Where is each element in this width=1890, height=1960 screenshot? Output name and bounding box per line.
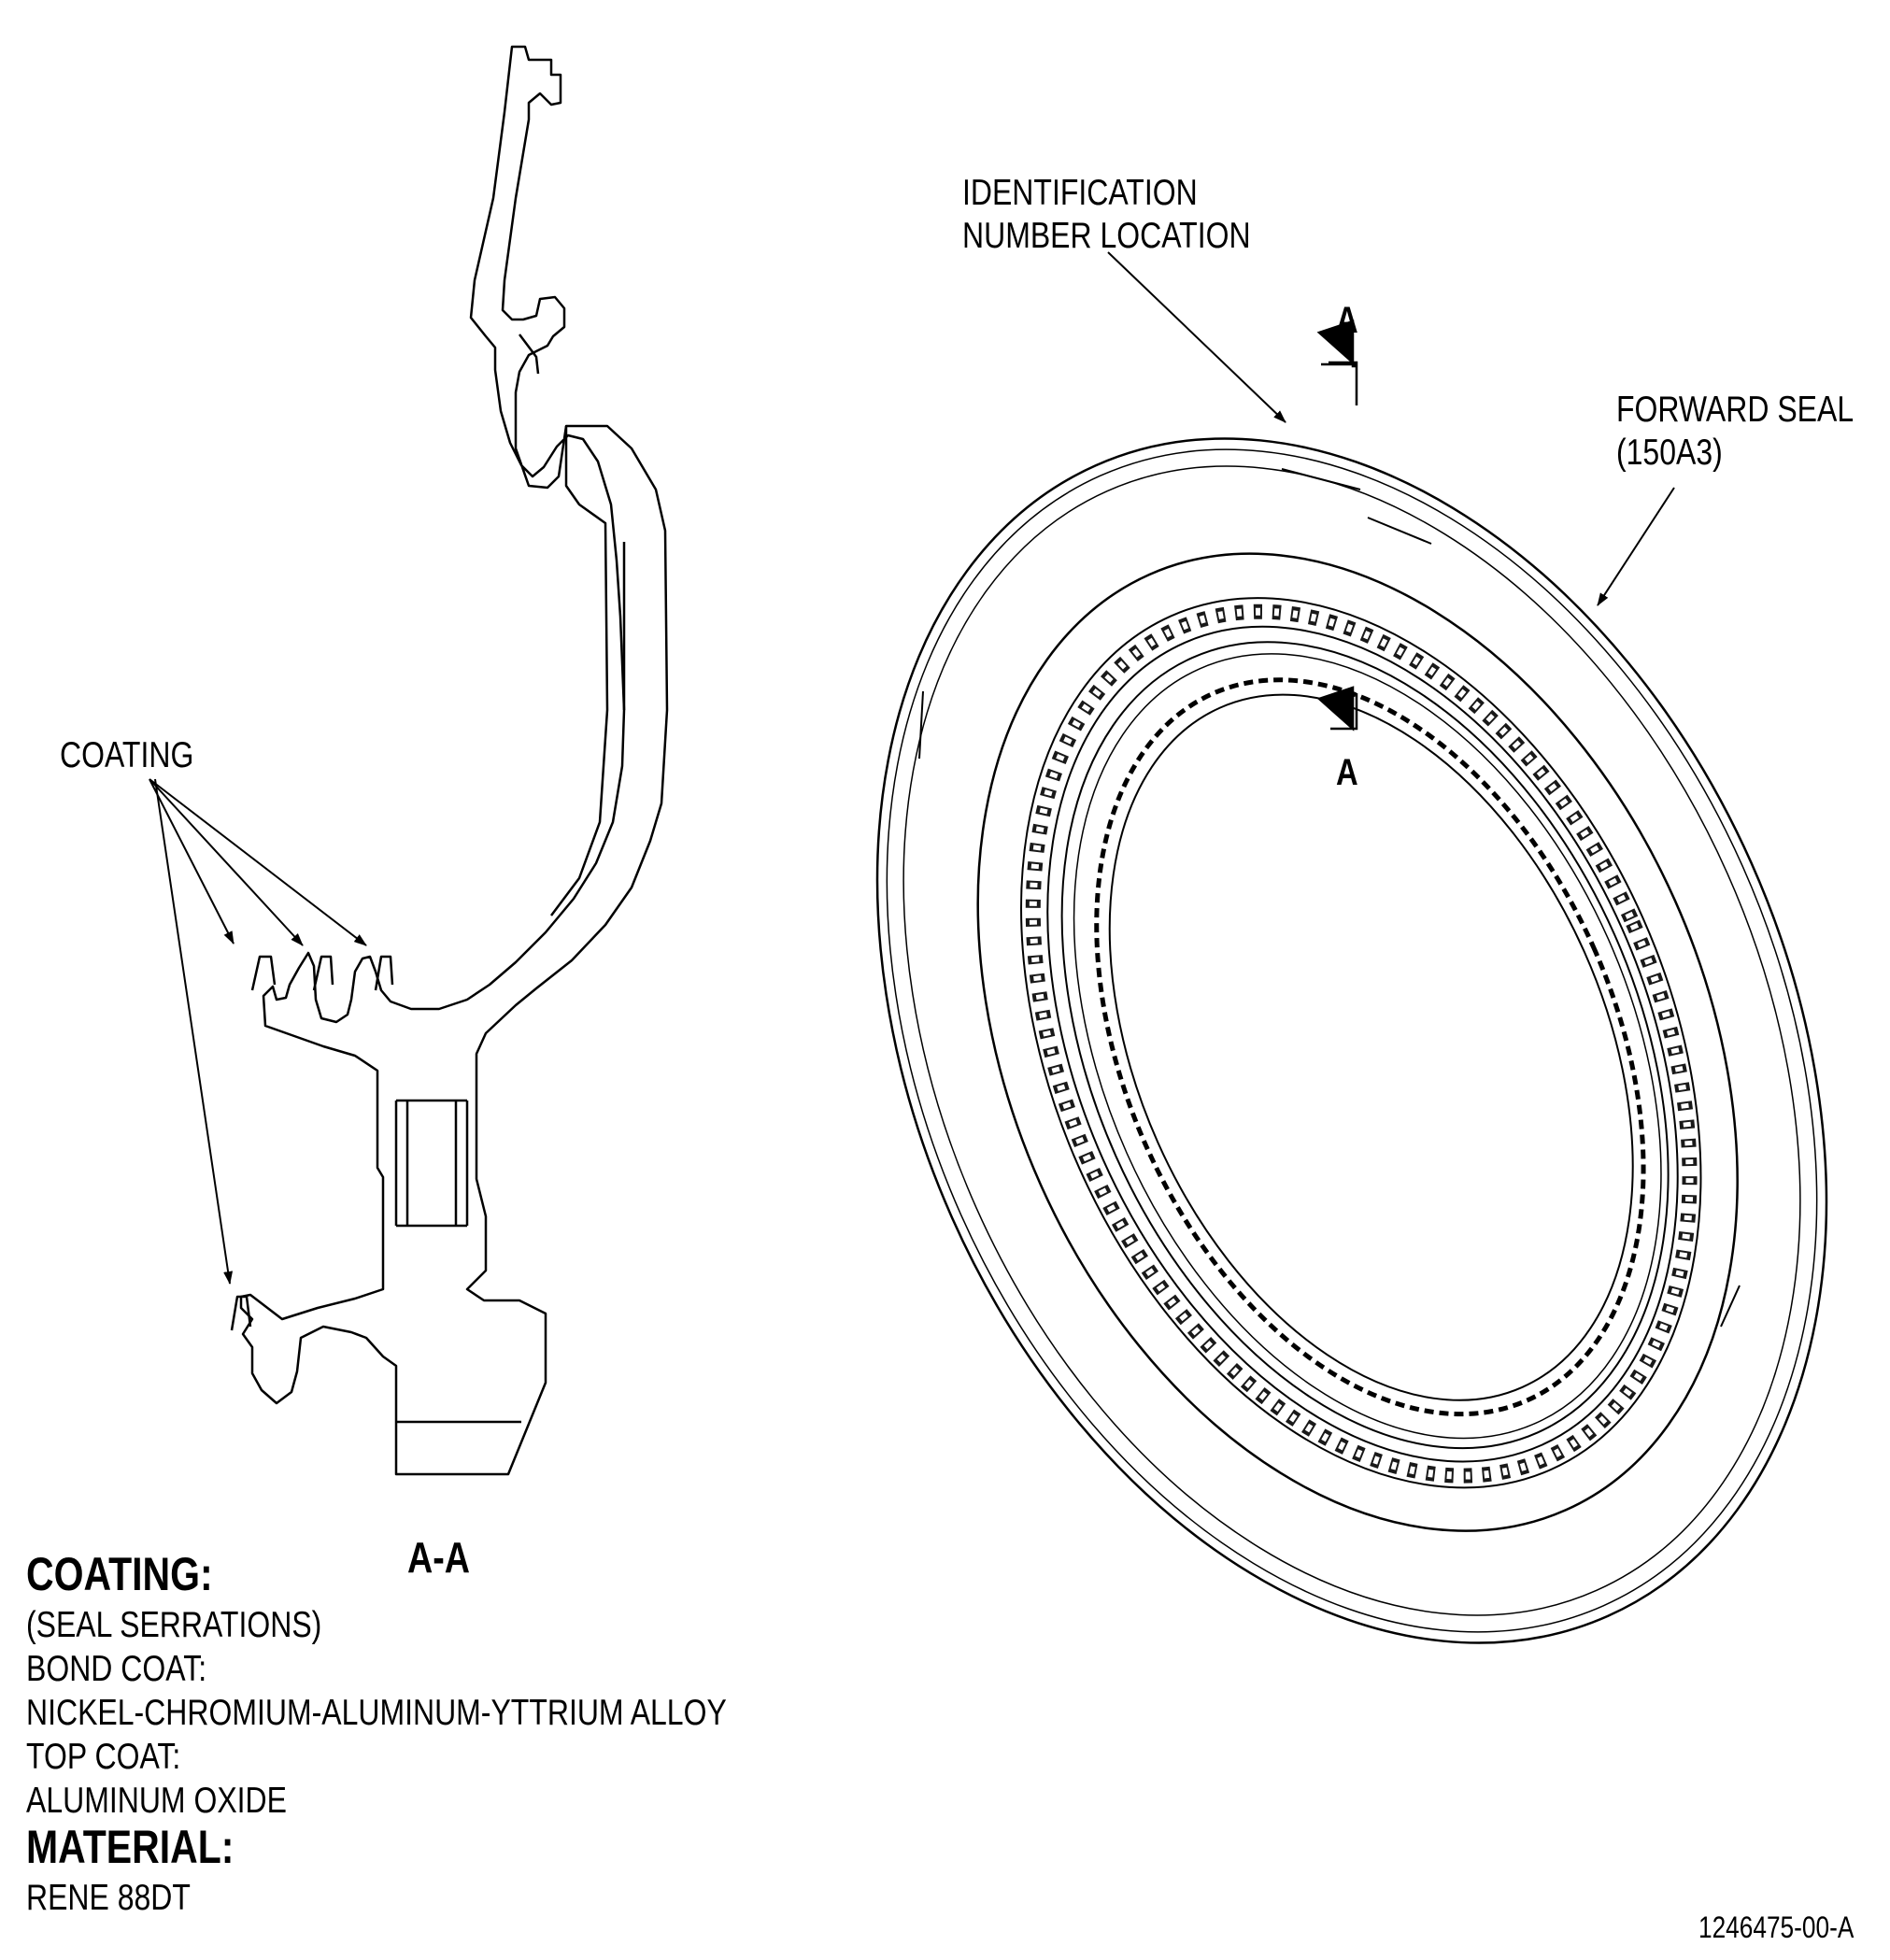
forward-seal-ring bbox=[875, 437, 1828, 1644]
outer-rim-3 bbox=[902, 465, 1801, 1616]
material-value: RENE 88DT bbox=[26, 1878, 191, 1918]
section-letter-bottom: A bbox=[1336, 752, 1358, 793]
identification-leader bbox=[1107, 251, 1286, 423]
coating-line: ALUMINUM OXIDE bbox=[26, 1781, 287, 1821]
bore-edge bbox=[1108, 693, 1634, 1401]
forward-seal-label: FORWARD SEAL (150A3) bbox=[1616, 390, 1854, 473]
scallop-holes bbox=[1025, 604, 1698, 1484]
material-spec: MATERIAL: RENE 88DT bbox=[26, 1820, 234, 1920]
forward-seal-leader bbox=[1597, 487, 1675, 606]
coating-callout-label: COATING bbox=[60, 735, 194, 775]
outer-rim-2 bbox=[886, 448, 1818, 1633]
coating-line: NICKEL-CHROMIUM-ALUMINUM-YTTRIUM ALLOY bbox=[26, 1693, 727, 1733]
coating-leader-3 bbox=[149, 778, 367, 946]
face-edge bbox=[976, 552, 1739, 1532]
section-a-a-profile bbox=[230, 45, 669, 1476]
outer-rim-1 bbox=[875, 437, 1828, 1644]
tooth-ring bbox=[1094, 677, 1646, 1417]
section-letter-top: A bbox=[1336, 300, 1358, 341]
coating-heading: COATING: bbox=[26, 1548, 213, 1600]
coating-leader-4 bbox=[154, 778, 234, 1285]
coating-line: BOND COAT: bbox=[26, 1649, 207, 1689]
inner-ring-1 bbox=[1060, 641, 1670, 1450]
coating-line: TOP COAT: bbox=[26, 1737, 181, 1777]
scallop-band-outer bbox=[1020, 597, 1702, 1489]
inner-ring-2 bbox=[1073, 653, 1662, 1440]
figure-number: 1246475-00-A bbox=[1698, 1910, 1854, 1944]
material-heading: MATERIAL: bbox=[26, 1821, 234, 1873]
coating-spec: COATING: (SEAL SERRATIONS) BOND COAT: NI… bbox=[26, 1547, 727, 1823]
coating-line: (SEAL SERRATIONS) bbox=[26, 1605, 322, 1645]
section-cut-marks bbox=[1316, 320, 1358, 731]
coating-leader-2 bbox=[149, 778, 304, 946]
scallop-band-inner bbox=[1046, 625, 1679, 1463]
section-view-label: A-A bbox=[407, 1533, 471, 1582]
leader-lines bbox=[149, 251, 1675, 1285]
coating-leader-1 bbox=[149, 778, 234, 944]
identification-label: IDENTIFICATION NUMBER LOCATION bbox=[962, 173, 1251, 256]
